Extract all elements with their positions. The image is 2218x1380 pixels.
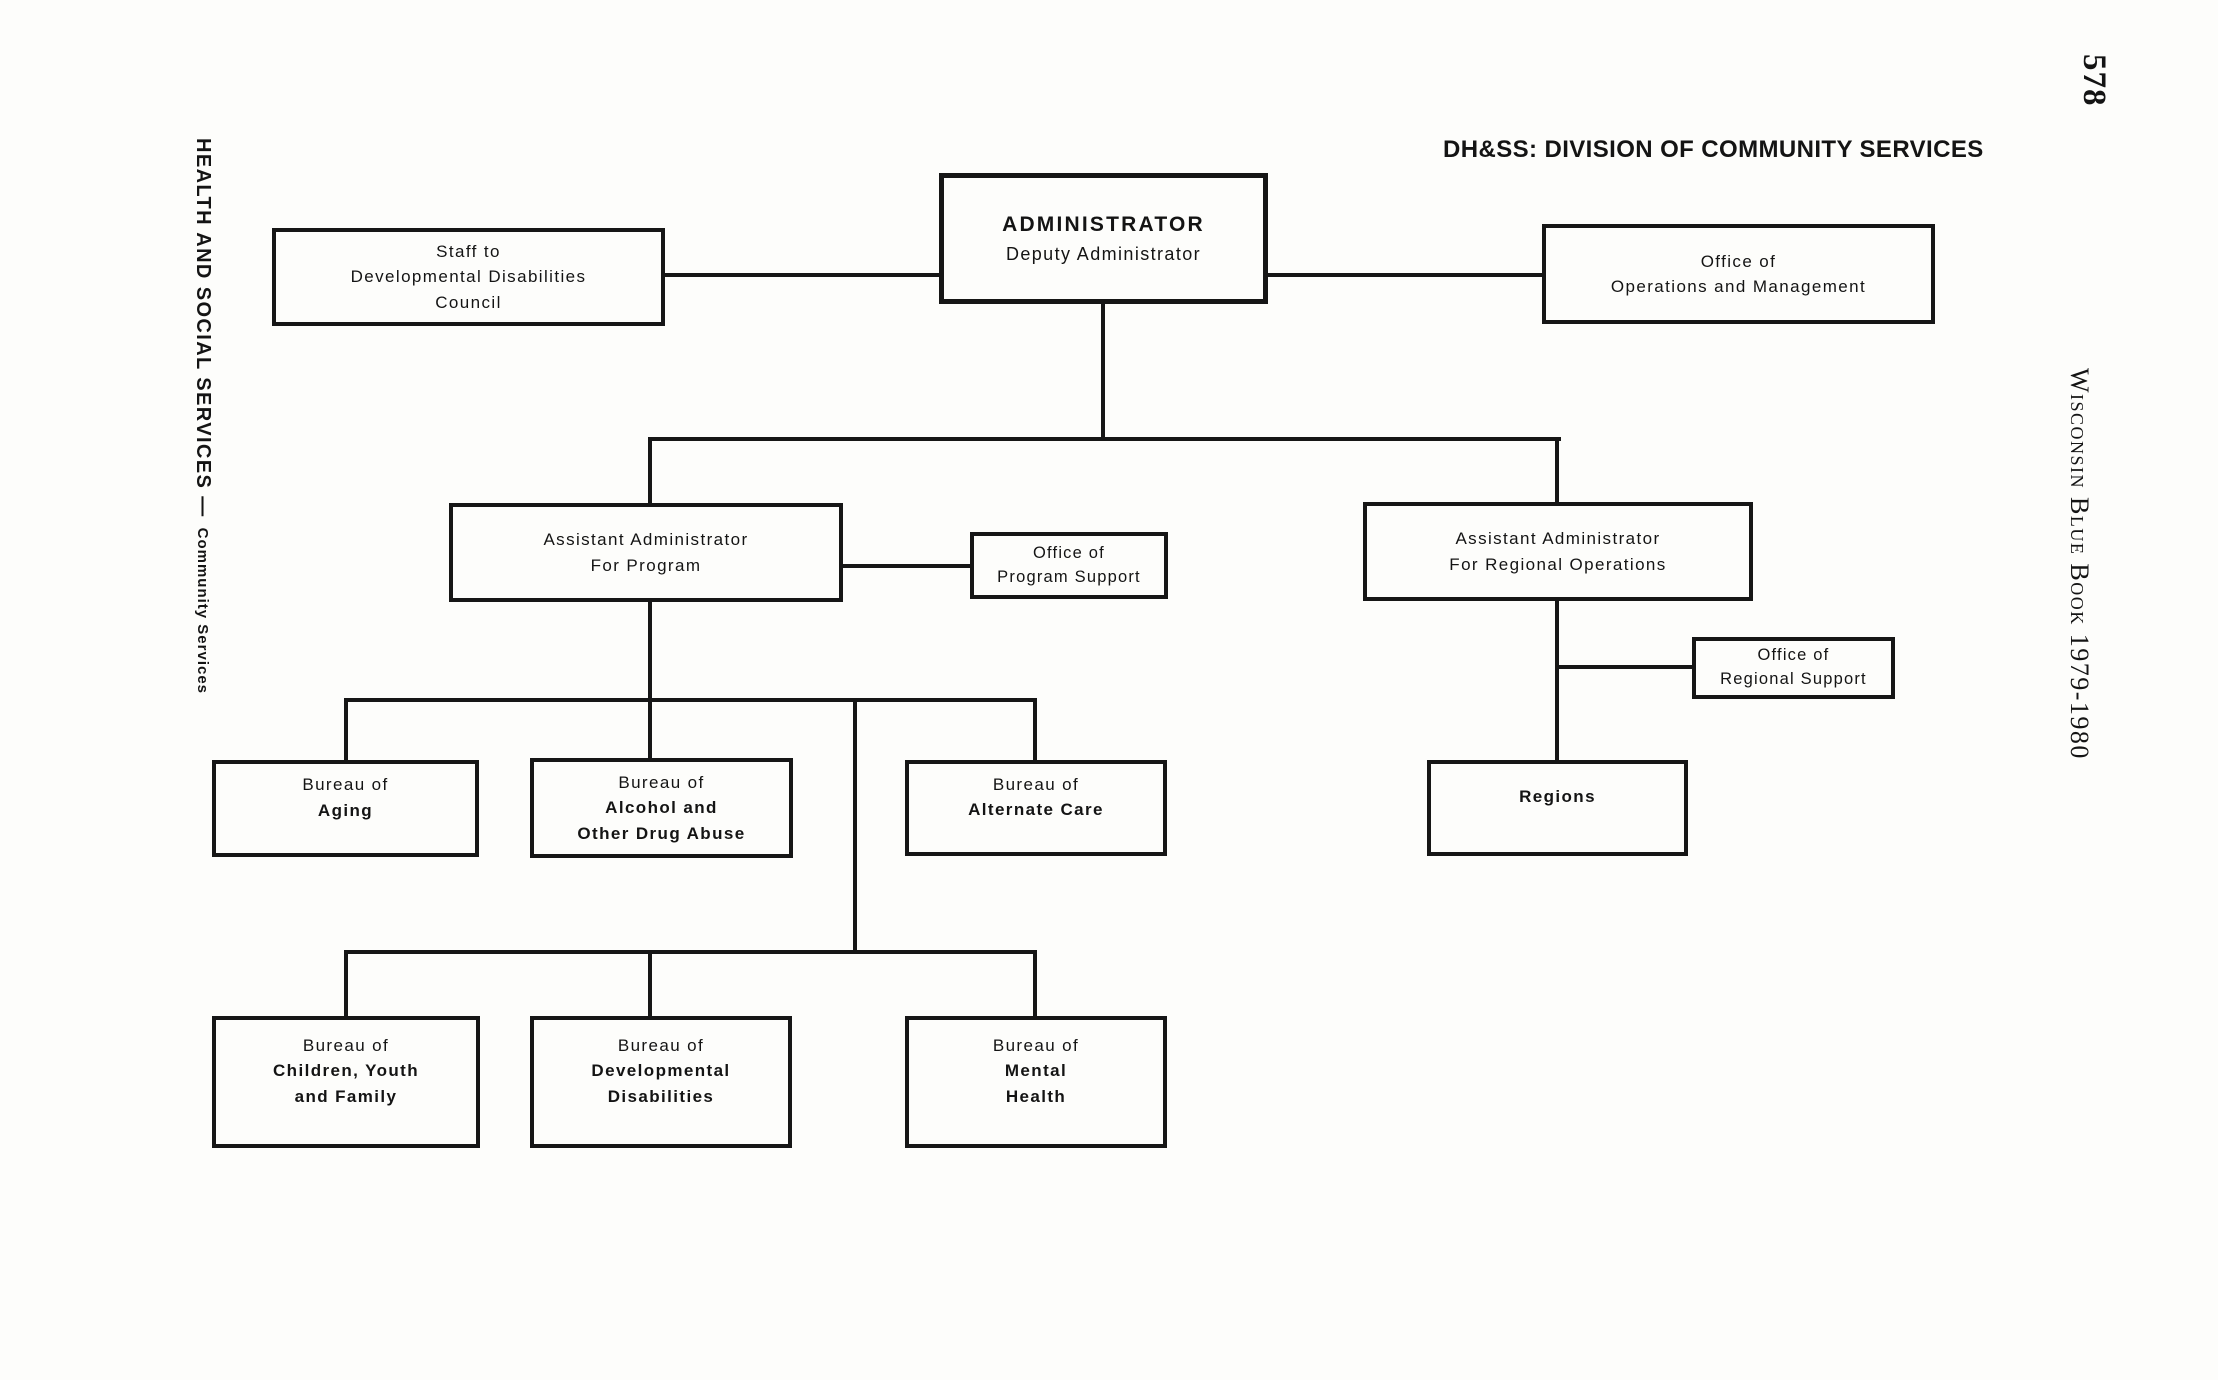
box-line: Health — [1005, 1086, 1067, 1106]
connector-program-to-support-office — [840, 564, 974, 568]
box-line: Aging — [317, 800, 374, 820]
left-margin-title: HEALTH AND SOCIAL SERVICES — Community S… — [191, 138, 214, 694]
box-line: Developmental — [591, 1061, 731, 1081]
connector-drop-program — [648, 437, 652, 507]
box-line: Office of — [1757, 646, 1830, 665]
connector-regional-axis — [1555, 597, 1559, 764]
box-line: Office of — [1033, 543, 1105, 562]
connector-mid-vertical — [853, 698, 857, 954]
box-line: Bureau of — [618, 772, 705, 792]
connector-bureau-bus-1 — [344, 698, 1037, 702]
connector-top-bus — [648, 437, 1561, 441]
box-line: Deputy Administrator — [1005, 243, 1202, 264]
box-line: ADMINISTRATOR — [1002, 213, 1205, 237]
page-title: DH&SS: DIVISION OF COMMUNITY SERVICES — [1443, 136, 1984, 163]
box-regions: Regions — [1427, 760, 1688, 856]
box-bureau-children-youth-family: Bureau of Children, Youth and Family — [212, 1016, 480, 1148]
box-bureau-mental-health: Bureau of Mental Health — [905, 1016, 1167, 1148]
box-bureau-alcohol-other-drug-abuse: Bureau of Alcohol and Other Drug Abuse — [530, 758, 793, 858]
connector-regional-to-support-office — [1555, 665, 1694, 669]
connector-drop-regional — [1555, 437, 1559, 506]
box-line: Children, Youth — [273, 1061, 419, 1081]
box-line: Regional Support — [1720, 670, 1867, 688]
page-number: 578 — [2076, 54, 2112, 107]
connector-drop-children — [344, 950, 348, 1020]
box-line: For Program — [590, 555, 702, 575]
connector-program-axis — [648, 598, 652, 762]
box-line: Alcohol and — [605, 798, 718, 818]
box-line: Mental — [1004, 1061, 1068, 1081]
box-line: Bureau of — [302, 775, 389, 794]
box-line: Council — [435, 292, 502, 312]
box-line: Assistant Administrator — [1455, 529, 1661, 548]
connector-staff-to-administrator — [664, 273, 944, 277]
box-line: Bureau of — [992, 1035, 1080, 1055]
connector-drop-aging — [344, 698, 348, 764]
connector-drop-mental-health — [1033, 950, 1037, 1020]
right-margin-title: Wisconsin Blue Book 1979-1980 — [2065, 368, 2094, 760]
box-line: Assistant Administrator — [543, 530, 749, 549]
box-line: Bureau of — [617, 1035, 705, 1055]
box-office-operations-management: Office of Operations and Management — [1542, 224, 1935, 324]
box-line: Operations and Management — [1610, 277, 1867, 296]
box-line: Disabilities — [607, 1086, 715, 1106]
box-line: Bureau of — [302, 1035, 390, 1055]
connector-drop-alternate-care — [1033, 698, 1037, 764]
box-office-regional-support: Office of Regional Support — [1692, 637, 1895, 699]
box-line: Office of — [1700, 251, 1777, 271]
box-administrator: ADMINISTRATOR Deputy Administrator — [939, 173, 1268, 304]
box-bureau-aging: Bureau of Aging — [212, 760, 479, 857]
box-line: Staff to — [436, 241, 501, 261]
box-bureau-alternate-care: Bureau of Alternate Care — [905, 760, 1167, 856]
connector-administrator-to-operations — [1263, 273, 1546, 277]
connector-administrator-down — [1101, 300, 1105, 439]
box-line: Other Drug Abuse — [577, 823, 746, 843]
connector-bureau-bus-2 — [344, 950, 1037, 954]
box-line: Program Support — [997, 567, 1141, 586]
box-staff-developmental-disabilities-council: Staff to Developmental Disabilities Coun… — [272, 228, 665, 326]
box-line: Developmental Disabilities — [350, 267, 587, 287]
left-margin-chapter: HEALTH AND SOCIAL SERVICES — — [192, 138, 214, 518]
box-line: and Family — [294, 1086, 398, 1106]
box-assistant-administrator-regional-operations: Assistant Administrator For Regional Ope… — [1363, 502, 1753, 601]
box-line: Bureau of — [992, 774, 1080, 794]
left-margin-section: Community Services — [194, 527, 211, 695]
box-office-program-support: Office of Program Support — [970, 532, 1168, 599]
connector-drop-developmental — [648, 950, 652, 1020]
box-line: Alternate Care — [968, 800, 1104, 819]
box-assistant-administrator-program: Assistant Administrator For Program — [449, 503, 843, 602]
box-line: For Regional Operations — [1449, 554, 1667, 574]
box-bureau-developmental-disabilities: Bureau of Developmental Disabilities — [530, 1016, 792, 1148]
box-line: Regions — [1519, 787, 1596, 807]
